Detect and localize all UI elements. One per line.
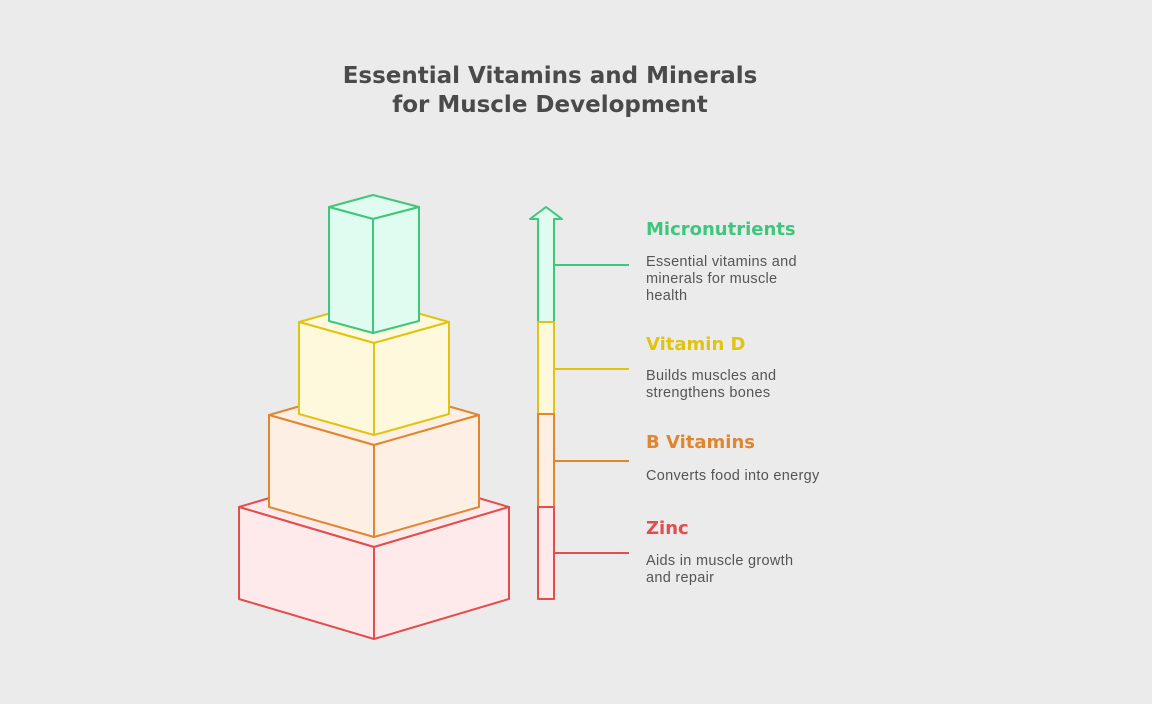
progress-arrow — [529, 206, 563, 600]
label-micronutrients: Micronutrients Essential vitamins and mi… — [646, 219, 797, 305]
label-vitamin-d: Vitamin D Builds muscles and strengthens… — [646, 334, 776, 402]
desc-micronutrients: Essential vitamins and minerals for musc… — [646, 254, 797, 304]
title-line-2: for Muscle Development — [392, 92, 708, 118]
heading-vitamin-d: Vitamin D — [646, 334, 746, 355]
heading-micronutrients: Micronutrients — [646, 219, 796, 240]
title-line-1: Essential Vitamins and Minerals — [342, 63, 758, 89]
micronutrients-box — [328, 194, 420, 334]
desc-b-vitamins: Converts food into energy — [646, 468, 820, 484]
label-b-vitamins: B Vitamins Converts food into energy — [646, 432, 820, 485]
diagram-title: Essential Vitamins and Minerals for Musc… — [250, 62, 850, 120]
arrow-up-icon — [529, 206, 563, 323]
desc-zinc: Aids in muscle growth and repair — [646, 553, 794, 586]
desc-vitamin-d: Builds muscles and strengthens bones — [646, 368, 777, 401]
heading-zinc: Zinc — [646, 518, 689, 539]
label-zinc: Zinc Aids in muscle growth and repair — [646, 518, 793, 587]
heading-b-vitamins: B Vitamins — [646, 432, 755, 453]
